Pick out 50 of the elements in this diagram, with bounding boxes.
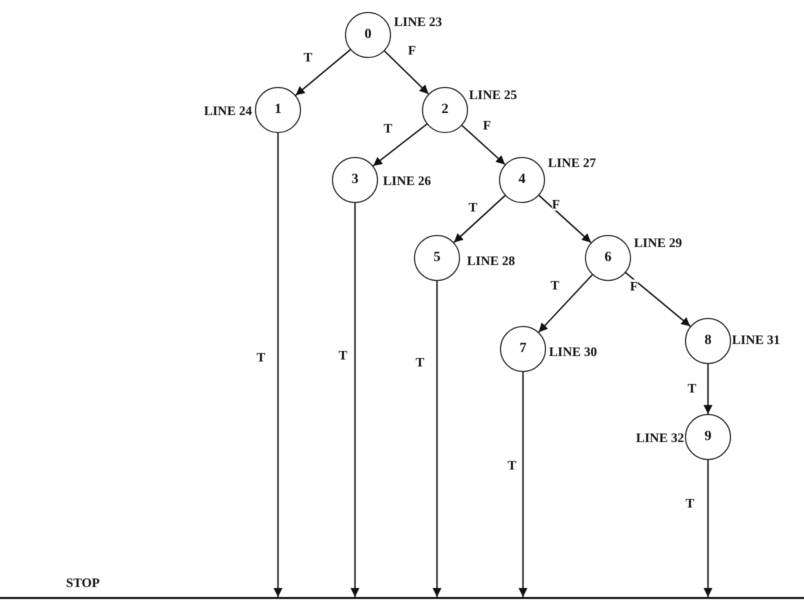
line-number-label: LINE 29 [634, 236, 682, 249]
arrow [372, 124, 428, 166]
edge-label: T [550, 278, 560, 292]
arrow [704, 364, 712, 414]
state-circle: 1 [255, 87, 301, 133]
stop-line [0, 576, 804, 599]
line-number-label: LINE 23 [394, 15, 442, 28]
state-circle: 0 [345, 12, 391, 58]
arrow [295, 49, 351, 96]
stop-label: STOP [66, 576, 100, 589]
arrow [432, 281, 442, 597]
state-circle: 8 [685, 318, 731, 364]
state-circle: 4 [499, 157, 545, 203]
edge-label: T [384, 122, 392, 134]
arrow [462, 124, 506, 166]
line-number-label: LINE 30 [549, 345, 598, 358]
line-number-label: LINE 24 [204, 104, 252, 117]
edge-label: F [630, 280, 638, 292]
edge-label: T [256, 350, 266, 364]
arrow [538, 274, 593, 333]
line-number-label: LINE 31 [732, 333, 780, 346]
state-circle: 7 [500, 326, 546, 372]
line-number-label: LINE 26 [383, 174, 432, 187]
arrow [518, 372, 528, 597]
edge-label: T [688, 382, 696, 394]
edge-label: T [508, 458, 516, 472]
arrow [350, 203, 360, 597]
state-circle: 5 [414, 235, 460, 281]
arrow [384, 50, 430, 94]
arrow [453, 195, 506, 243]
line-number-label: LINE 25 [469, 88, 518, 101]
edge-label: T [304, 50, 312, 64]
edge-label: T [686, 496, 694, 510]
line-number-label: LINE 27 [548, 156, 596, 169]
arrow [704, 460, 712, 597]
line-number-label: LINE 28 [467, 254, 516, 267]
edge-label: F [483, 118, 491, 132]
edge-label: F [408, 44, 416, 56]
edge-label: T [468, 200, 478, 214]
edge-label: T [338, 348, 348, 362]
line-number-label: LINE 32 [636, 431, 684, 444]
arrow [538, 194, 592, 244]
edge-label: T [416, 356, 424, 368]
state-circle: 9 [685, 414, 731, 460]
arrow [625, 272, 691, 327]
state-circle: 3 [332, 157, 378, 203]
state-circle: 2 [422, 87, 468, 133]
arrow [274, 133, 282, 597]
state-circle: 6 [585, 235, 631, 281]
edge-label: F [552, 198, 560, 210]
